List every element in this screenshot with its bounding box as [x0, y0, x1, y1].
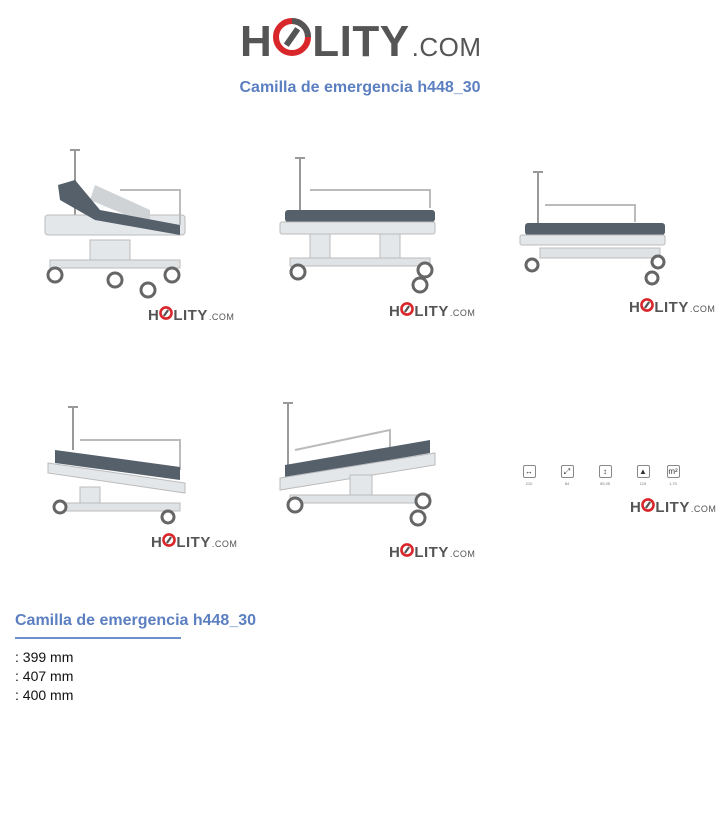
watermark-logo: H LITY.COM — [629, 298, 716, 316]
stretcher-tilted-down-image — [47, 406, 186, 525]
page-title: Camilla de emergencia h448_30 — [239, 79, 481, 96]
watermark-logo: H LITY.COM — [389, 543, 476, 561]
gallery-item[interactable]: H LITY.COM — [480, 395, 720, 625]
gallery-item[interactable]: H LITY.COM — [0, 395, 240, 625]
watermark-logo: H LITY.COM — [389, 302, 476, 320]
gallery-item[interactable]: H LITY.COM — [0, 130, 240, 360]
width-arrows-icon: ↔ 210 — [522, 465, 536, 486]
watermark-o-icon — [400, 302, 415, 316]
gallery-item[interactable]: H LITY.COM — [240, 130, 480, 360]
logo-text-h: H — [240, 17, 273, 66]
dimensions-list: : 399 mm : 407 mm : 400 mm — [15, 648, 73, 705]
watermark-o-icon — [162, 533, 177, 547]
stretcher-tilted-up-image — [279, 402, 436, 527]
area-icon: m² 1,70 — [666, 465, 680, 486]
dimension-line: : 400 mm — [15, 687, 74, 703]
logo-domain: .COM — [411, 32, 482, 62]
gallery-item[interactable]: H LITY.COM — [240, 395, 480, 625]
holity-logo[interactable]: H LITY .COM — [240, 18, 482, 64]
stretcher-backrest-raised-image — [44, 149, 186, 299]
spec-icons: ↔ 210 ⤢ 84 ↕ 55,95 ▲ 115 m² 1,70 — [522, 465, 692, 489]
stretcher-flat-low-image — [519, 171, 666, 286]
height-arrows-icon: ↕ 55,95 — [598, 465, 612, 486]
section-divider — [15, 637, 181, 639]
watermark-logo: H LITY.COM — [151, 533, 238, 551]
dimension-line: : 407 mm — [15, 668, 74, 684]
section-title: Camilla de emergencia h448_30 — [15, 612, 257, 629]
diagonal-arrows-icon: ⤢ 84 — [560, 465, 574, 486]
stretcher-flat-high-image — [279, 157, 436, 294]
watermark-logo: H LITY.COM — [630, 498, 717, 516]
watermark-o-icon — [640, 298, 655, 312]
logo-o-icon — [273, 18, 312, 56]
watermark-logo: H LITY.COM — [148, 306, 235, 324]
watermark-o-icon — [400, 543, 415, 557]
watermark-o-icon — [159, 306, 174, 320]
dimension-line: : 399 mm — [15, 649, 74, 665]
logo-text-lity: LITY — [312, 17, 410, 66]
gallery-item[interactable]: H LITY.COM — [480, 130, 720, 360]
weight-icon: ▲ 115 — [636, 465, 650, 486]
watermark-o-icon — [641, 498, 656, 512]
